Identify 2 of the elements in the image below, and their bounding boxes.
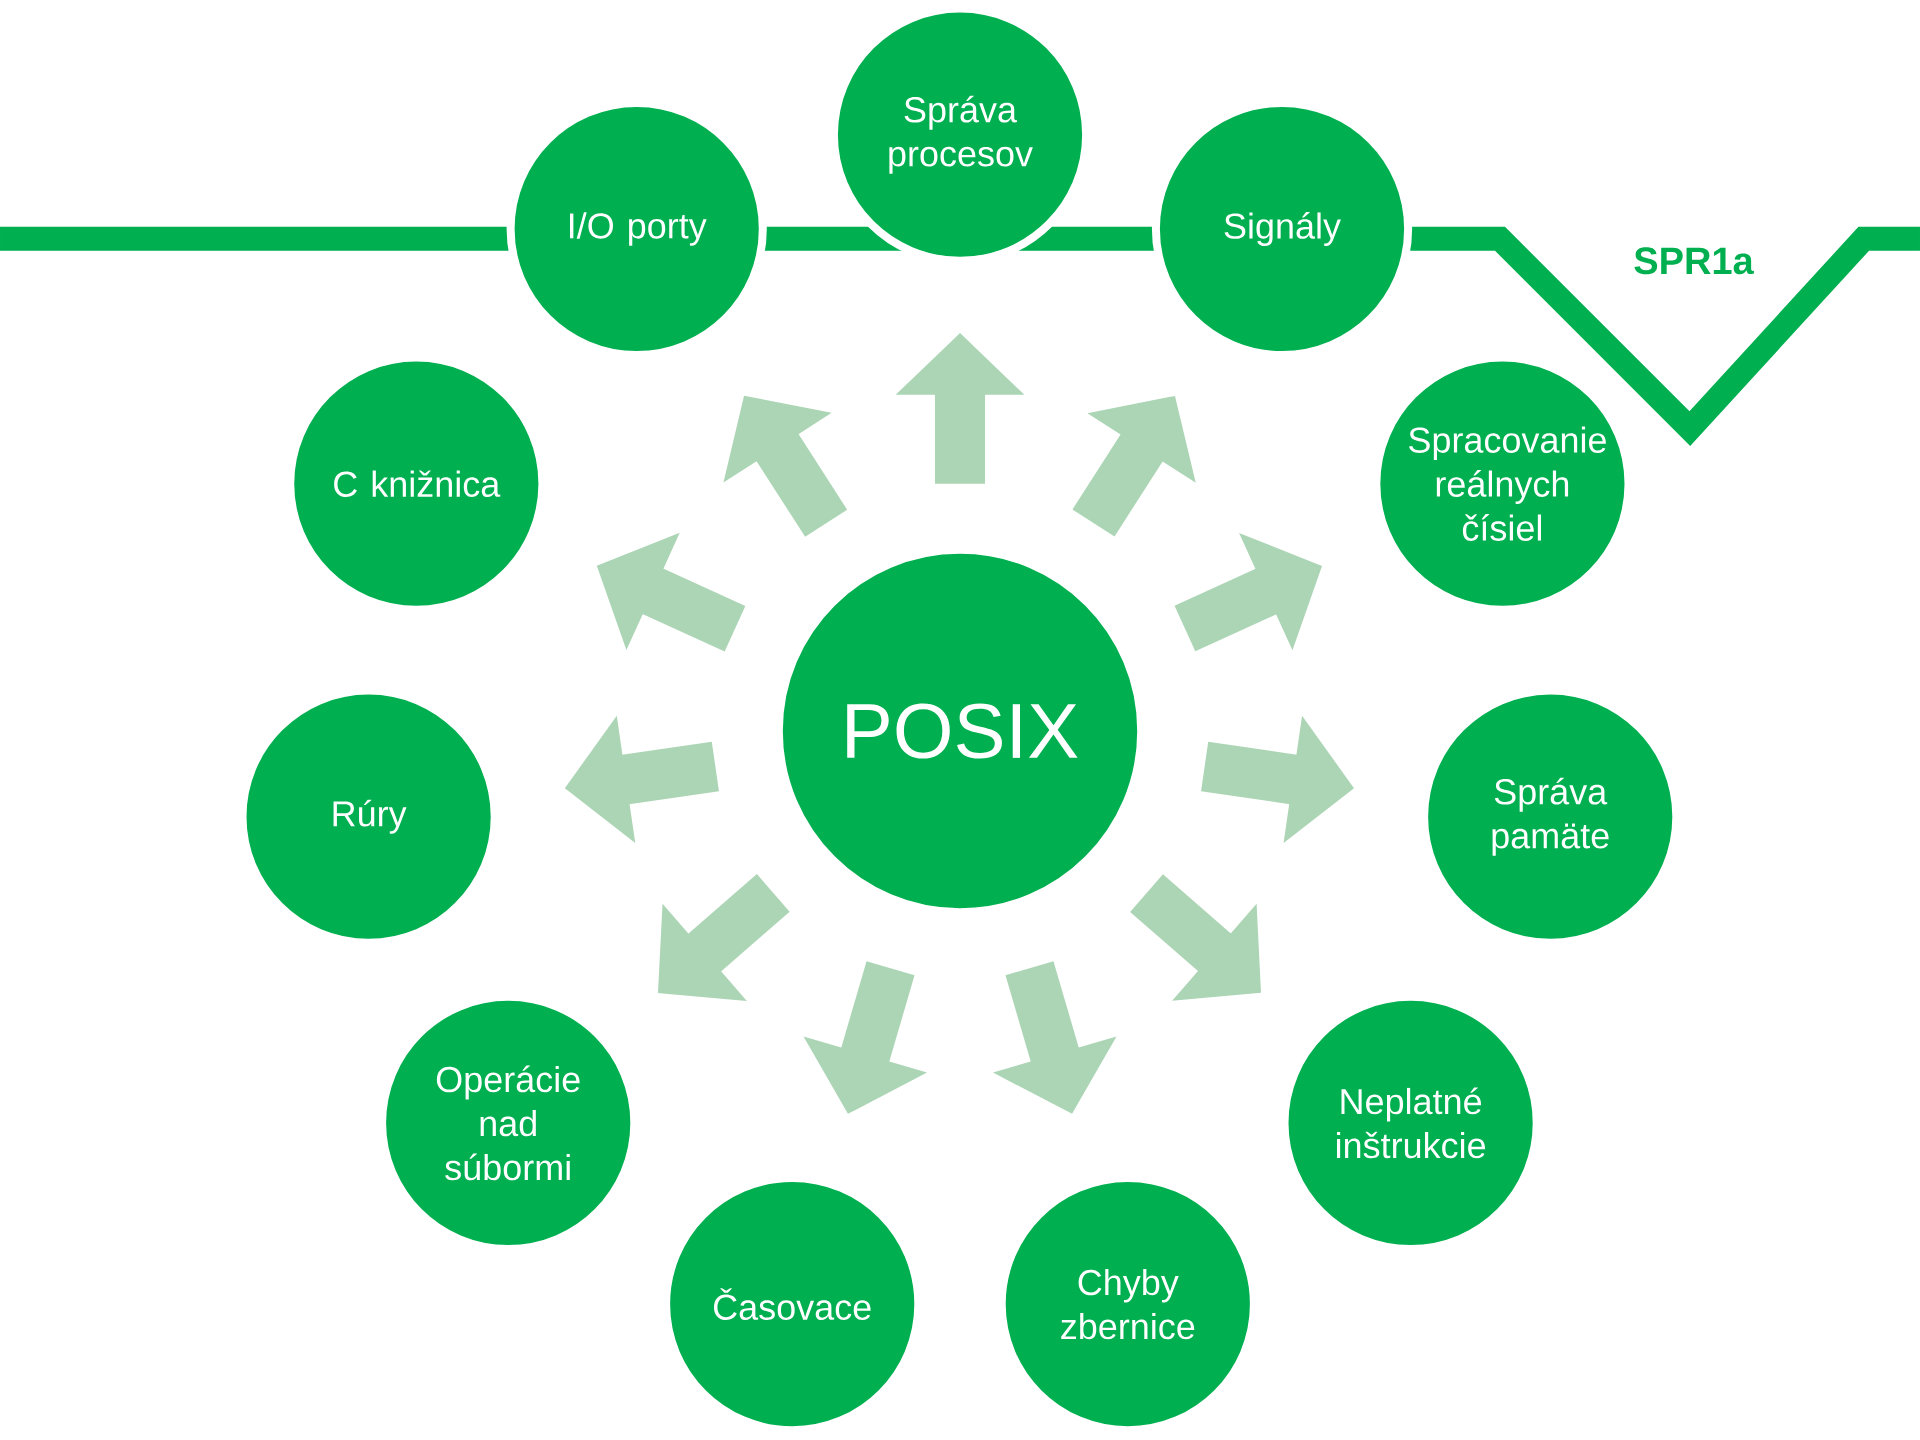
line-label: SPR1a bbox=[1634, 247, 1754, 275]
arrow bbox=[658, 874, 790, 1002]
